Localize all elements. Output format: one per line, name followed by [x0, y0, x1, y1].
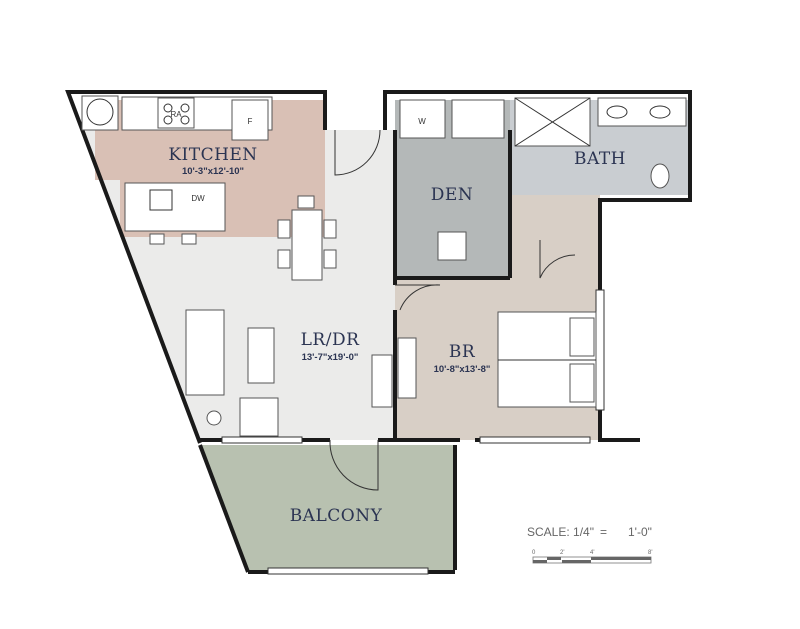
dining-table [291, 209, 323, 281]
kitchen-island [124, 182, 226, 232]
bath-label: BATH [574, 149, 626, 169]
doors [329, 129, 576, 491]
windows [221, 289, 605, 575]
den-chair [437, 231, 467, 261]
kitchen-dims: 10'-3"x12'-10" [182, 166, 244, 177]
range-label: RA [170, 110, 182, 119]
scale-label: SCALE: 1/4" [527, 525, 594, 539]
balcony-label: BALCONY [290, 506, 383, 526]
living-dims: 13'-7"x19'-0" [302, 352, 359, 363]
scale-tick: 2' [560, 550, 564, 556]
armchair [239, 397, 279, 437]
scale-equals: = [600, 525, 607, 539]
scale-bar: SCALE: 1/4" = 1'-0" 0 2' 4' 8' [527, 525, 652, 564]
desk [371, 354, 393, 408]
living-label: LR/DR [301, 330, 360, 350]
coffee-table [247, 327, 275, 384]
washer-dryer-closet [81, 95, 119, 131]
bedroom-label: BR [449, 342, 476, 362]
toilet [650, 163, 670, 189]
vanity [597, 97, 687, 127]
kitchen-label: KITCHEN [168, 145, 257, 165]
washer [399, 99, 446, 139]
scale-tick: 4' [590, 550, 594, 556]
fridge [231, 99, 269, 141]
scale-tick: 8' [648, 550, 652, 556]
scale-tick: 0 [532, 550, 536, 556]
dishwasher-label: DW [191, 194, 205, 203]
den-label: DEN [431, 185, 473, 205]
walls [65, 90, 692, 574]
balcony-area [200, 445, 455, 570]
sofa [185, 309, 225, 396]
washer-label: W [418, 117, 426, 126]
water-heater-icon [86, 98, 114, 126]
bedroom-dims: 10'-8"x13'-8" [434, 364, 491, 375]
fridge-label: F [248, 117, 253, 126]
scale-value: 1'-0" [628, 525, 652, 539]
